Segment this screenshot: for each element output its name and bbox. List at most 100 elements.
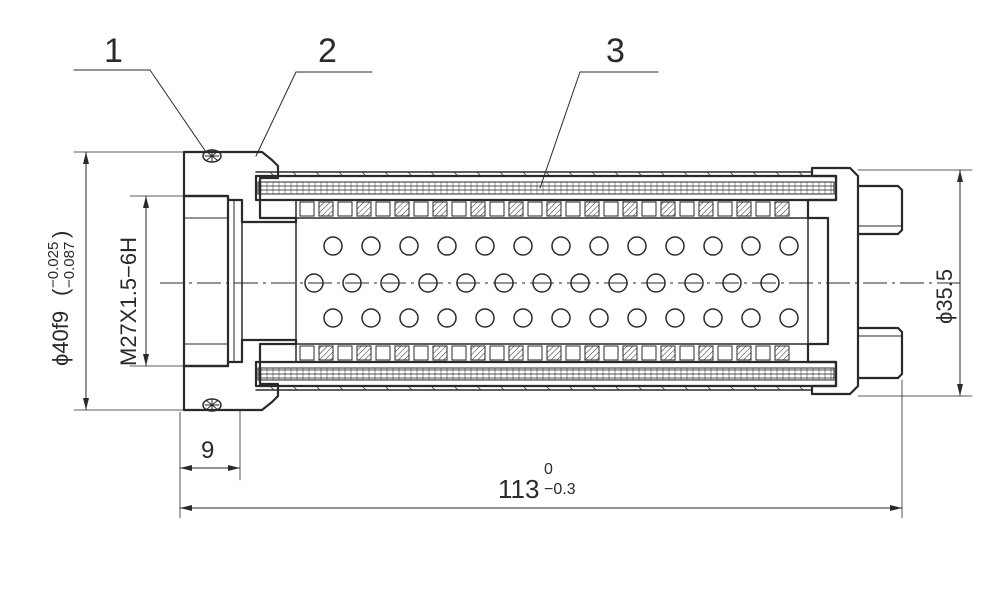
core-slot — [394, 201, 410, 217]
right-cap-section — [806, 166, 860, 396]
core-slot — [337, 201, 353, 217]
filter-mesh-top — [257, 181, 835, 195]
skin-tick — [568, 171, 574, 177]
core-slot — [641, 345, 657, 361]
perforation-hole — [513, 308, 533, 328]
perforation-hole — [703, 236, 723, 256]
core-slot — [603, 201, 619, 217]
core-slot — [755, 201, 771, 217]
skin-tick — [591, 171, 597, 177]
perforation-hole — [665, 308, 685, 328]
skin-tick — [614, 171, 620, 177]
skin-tick — [476, 385, 482, 391]
perforation-hole — [361, 308, 381, 328]
skin-tick — [798, 385, 804, 391]
skin-tick — [430, 171, 436, 177]
skin-tick — [752, 171, 758, 177]
core-slot — [489, 201, 505, 217]
skin-tick — [706, 385, 712, 391]
right-cap-outlet-bottom — [856, 326, 904, 380]
core-slot — [603, 345, 619, 361]
perforation-hole — [551, 308, 571, 328]
outlet-diameter-label: ϕ35.5 — [932, 269, 957, 324]
skin-tick — [568, 385, 574, 391]
skin-tick — [430, 385, 436, 391]
perforation-holes — [304, 236, 799, 328]
core-slot — [546, 345, 562, 361]
core-slot — [622, 201, 638, 217]
filter-tube — [254, 171, 838, 391]
skin-tick — [384, 385, 390, 391]
flange-width-label: 9 — [201, 437, 214, 464]
core-slot — [698, 345, 714, 361]
core-slots-top — [299, 201, 790, 217]
left-cap-bore — [182, 194, 230, 368]
core-slot — [375, 345, 391, 361]
skin-tick — [361, 171, 367, 177]
right-cap-outlet-top — [856, 184, 904, 236]
skin-tick — [292, 385, 298, 391]
skin-tick — [660, 171, 666, 177]
callout-2-label: 2 — [318, 32, 337, 70]
skin-tick — [338, 171, 344, 177]
skin-tick — [407, 385, 413, 391]
overall-length-upper-dev: 0 — [544, 461, 553, 478]
skin-tick — [683, 385, 689, 391]
core-slot — [698, 201, 714, 217]
dim-thread: M27X1.5−6H — [116, 195, 229, 367]
dim-overall-length: 113 0 −0.3 — [179, 379, 903, 519]
callout-3: 3 — [539, 32, 659, 189]
core-slot — [527, 345, 543, 361]
core-slot — [413, 345, 429, 361]
skin-tick — [729, 171, 735, 177]
perforation-hole — [475, 236, 495, 256]
skin-tick — [591, 385, 597, 391]
core-slot — [584, 345, 600, 361]
thread-label: M27X1.5−6H — [116, 237, 141, 366]
core-slot — [717, 201, 733, 217]
outer-diameter-label: ϕ40f9 — [48, 311, 73, 366]
perforation-hole — [437, 308, 457, 328]
skin-tick — [315, 171, 321, 177]
core-slot — [318, 345, 334, 361]
perforation-hole — [627, 308, 647, 328]
skin-tick — [499, 171, 505, 177]
overall-length-lower-dev: −0.3 — [544, 481, 576, 498]
core-slot — [356, 201, 372, 217]
core-slot — [527, 201, 543, 217]
core-slot — [660, 345, 676, 361]
perforation-hole — [513, 236, 533, 256]
filter-mesh-bottom — [257, 367, 835, 381]
perforation-hole — [323, 236, 343, 256]
skin-tick — [269, 171, 275, 177]
o-ring-seals — [202, 149, 222, 412]
perforation-hole — [741, 308, 761, 328]
skin-tick — [384, 171, 390, 177]
right-cap-inner — [807, 217, 829, 345]
callout-3-label: 3 — [606, 32, 625, 70]
core-slot — [679, 201, 695, 217]
perforation-hole — [437, 236, 457, 256]
core-slots-bottom — [299, 345, 790, 361]
perforation-hole — [589, 236, 609, 256]
core-slot — [679, 345, 695, 361]
skin-tick — [683, 171, 689, 177]
core-slot — [337, 345, 353, 361]
perforation-hole — [399, 236, 419, 256]
core-slot — [432, 201, 448, 217]
skin-tick — [637, 385, 643, 391]
perforation-hole — [475, 308, 495, 328]
perforation-hole — [361, 236, 381, 256]
dim-outer-diameter: ϕ40f9 ( −0.025 −0.087 ) — [45, 151, 185, 411]
perforation-hole — [703, 308, 723, 328]
core-slot — [470, 345, 486, 361]
core-slot — [413, 201, 429, 217]
skin-tick — [545, 171, 551, 177]
skin-tick — [292, 171, 298, 177]
skin-tick — [752, 385, 758, 391]
core-slot — [736, 201, 752, 217]
left-cap-neck — [241, 221, 297, 341]
perforation-hole — [399, 308, 419, 328]
overall-length-label: 113 — [498, 474, 539, 504]
